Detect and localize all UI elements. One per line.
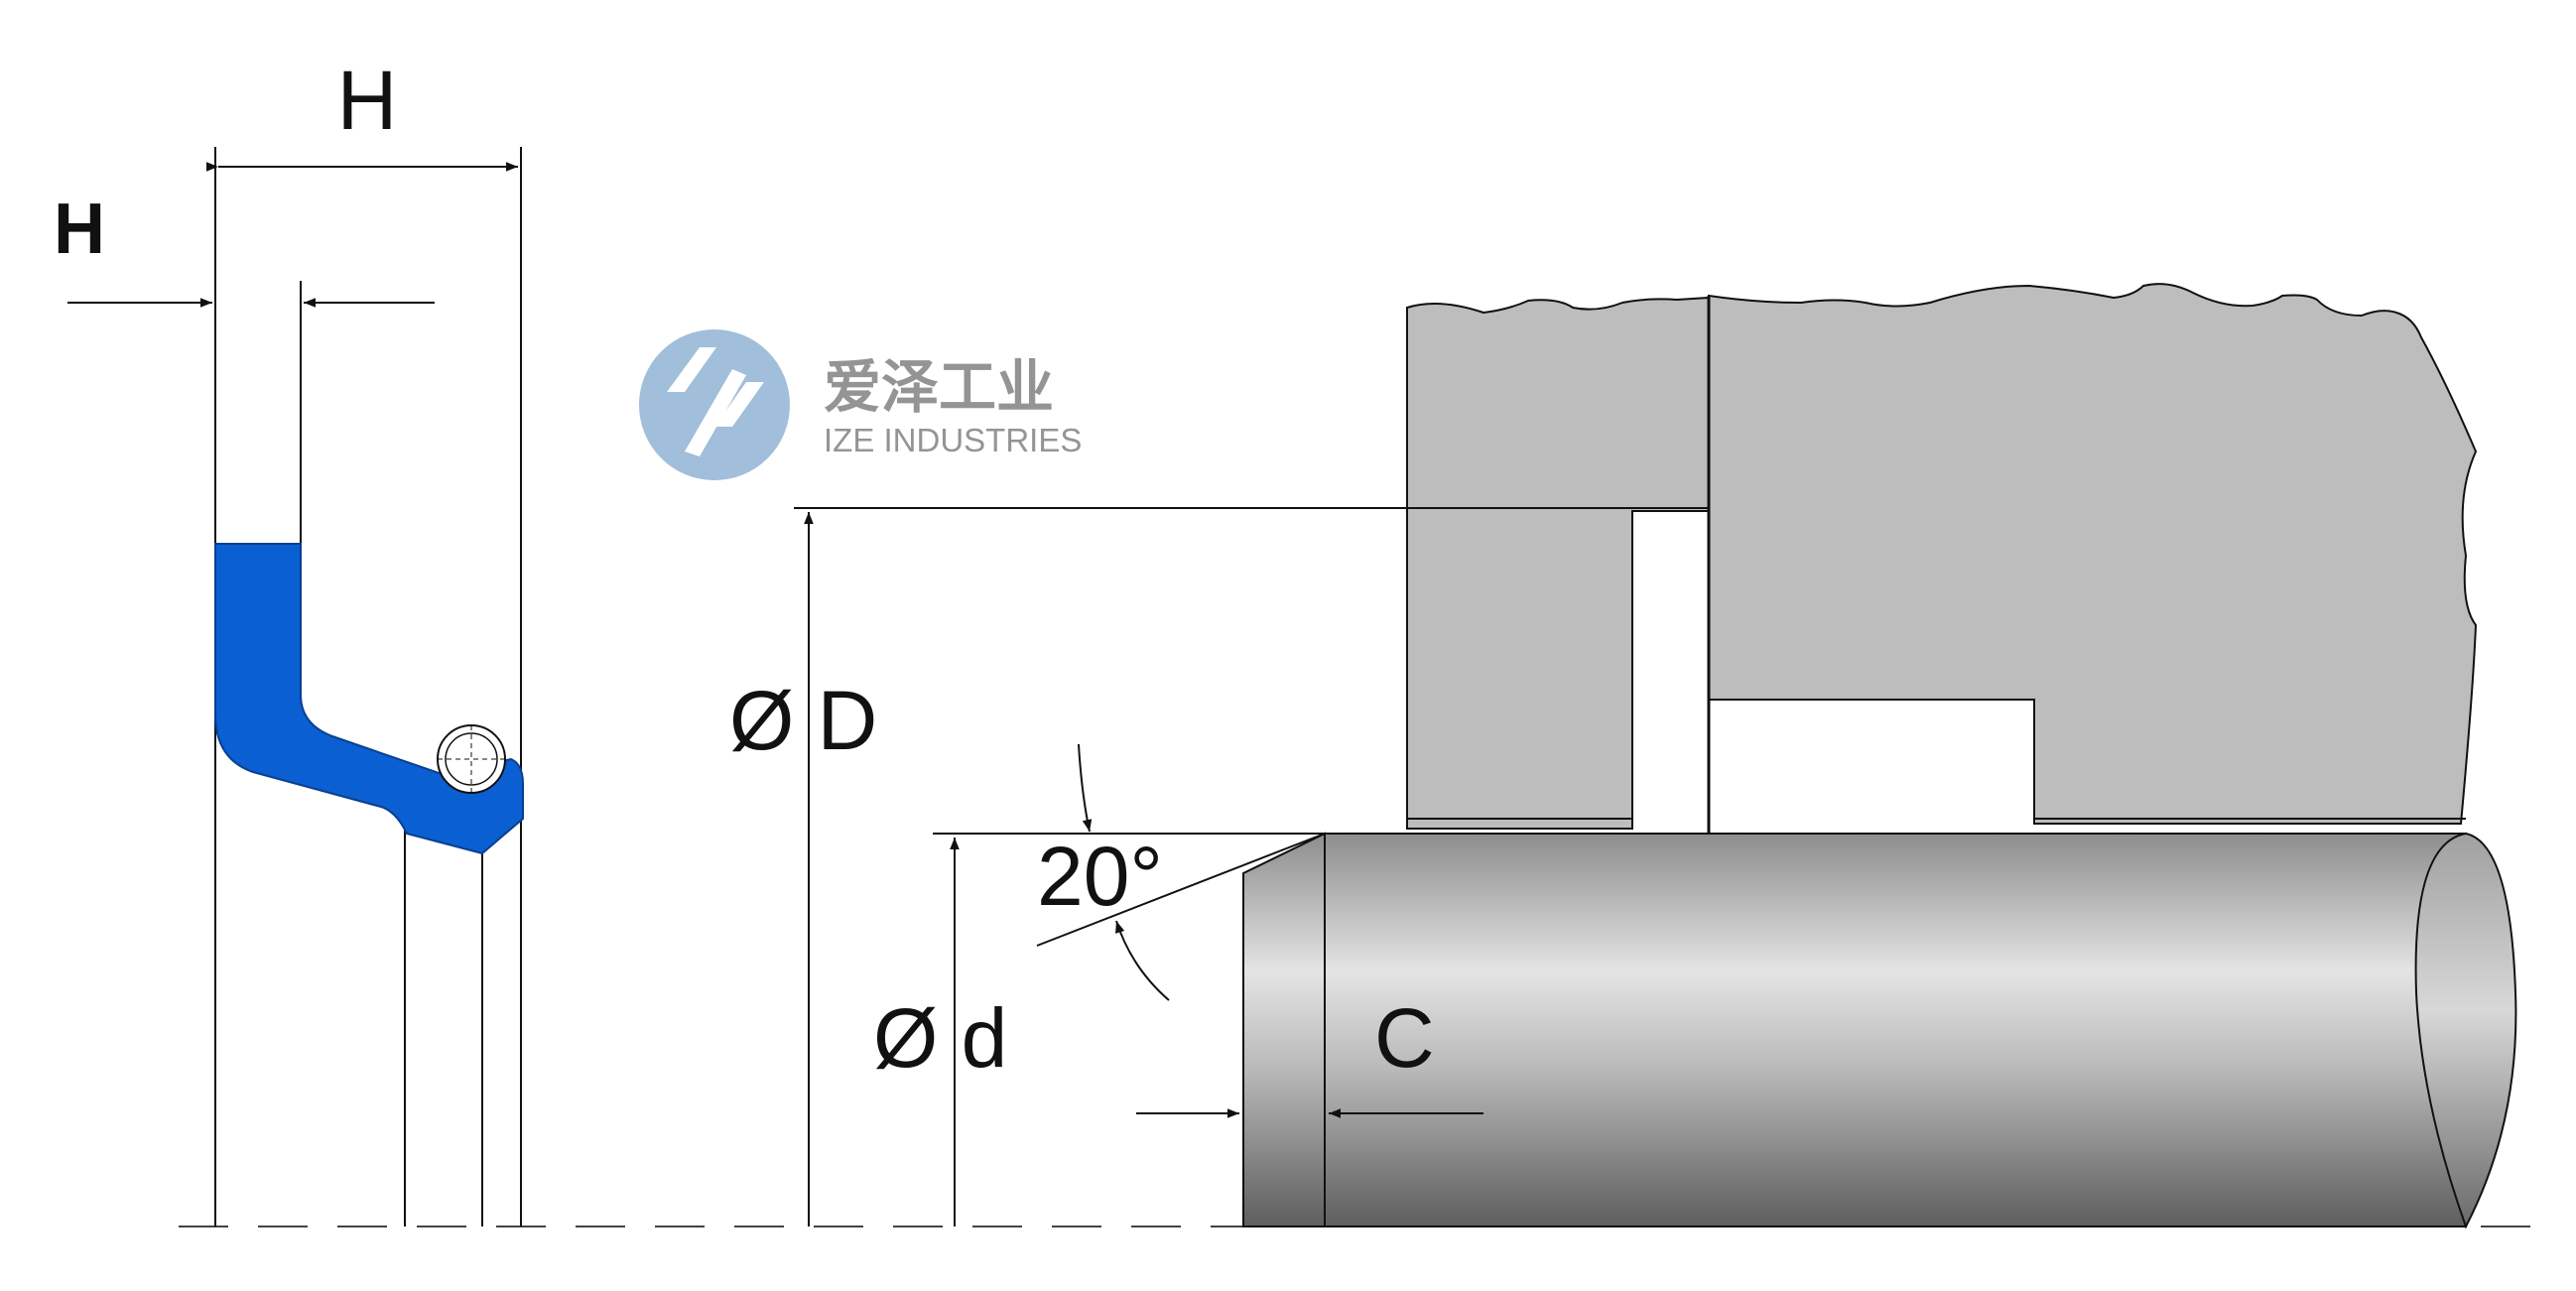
- housing-left-block: [1406, 296, 1710, 830]
- housing-right-block: [1708, 283, 2478, 825]
- rod-body: [1324, 833, 2467, 1227]
- angle-arrow-top: [1078, 743, 1093, 833]
- spring-icon: [437, 724, 506, 794]
- label-dia-D: Ø D: [729, 674, 877, 767]
- label-angle: 20°: [1037, 830, 1163, 923]
- seal-section: H H: [54, 54, 524, 1226]
- rod-chamfer: [1242, 832, 1326, 1227]
- label-chamfer: C: [1374, 991, 1435, 1085]
- rod-end: [2414, 832, 2517, 1229]
- angle-arrow-bottom: [1115, 920, 1170, 1001]
- label-h-top: H: [337, 54, 398, 147]
- ize-logo-icon: [639, 329, 790, 480]
- seal-profile: [214, 543, 524, 855]
- dimensions: [794, 507, 1709, 1226]
- rod: [1242, 832, 2517, 1229]
- housing: [1406, 283, 2478, 834]
- watermark-en-name: IZE INDUSTRIES: [824, 422, 1082, 458]
- watermark-cn-name: 爱泽工业: [824, 355, 1054, 420]
- label-dia-d: Ø d: [873, 991, 1007, 1085]
- label-h-small: H: [54, 190, 105, 269]
- watermark: 爱泽工业 IZE INDUSTRIES: [639, 329, 1082, 480]
